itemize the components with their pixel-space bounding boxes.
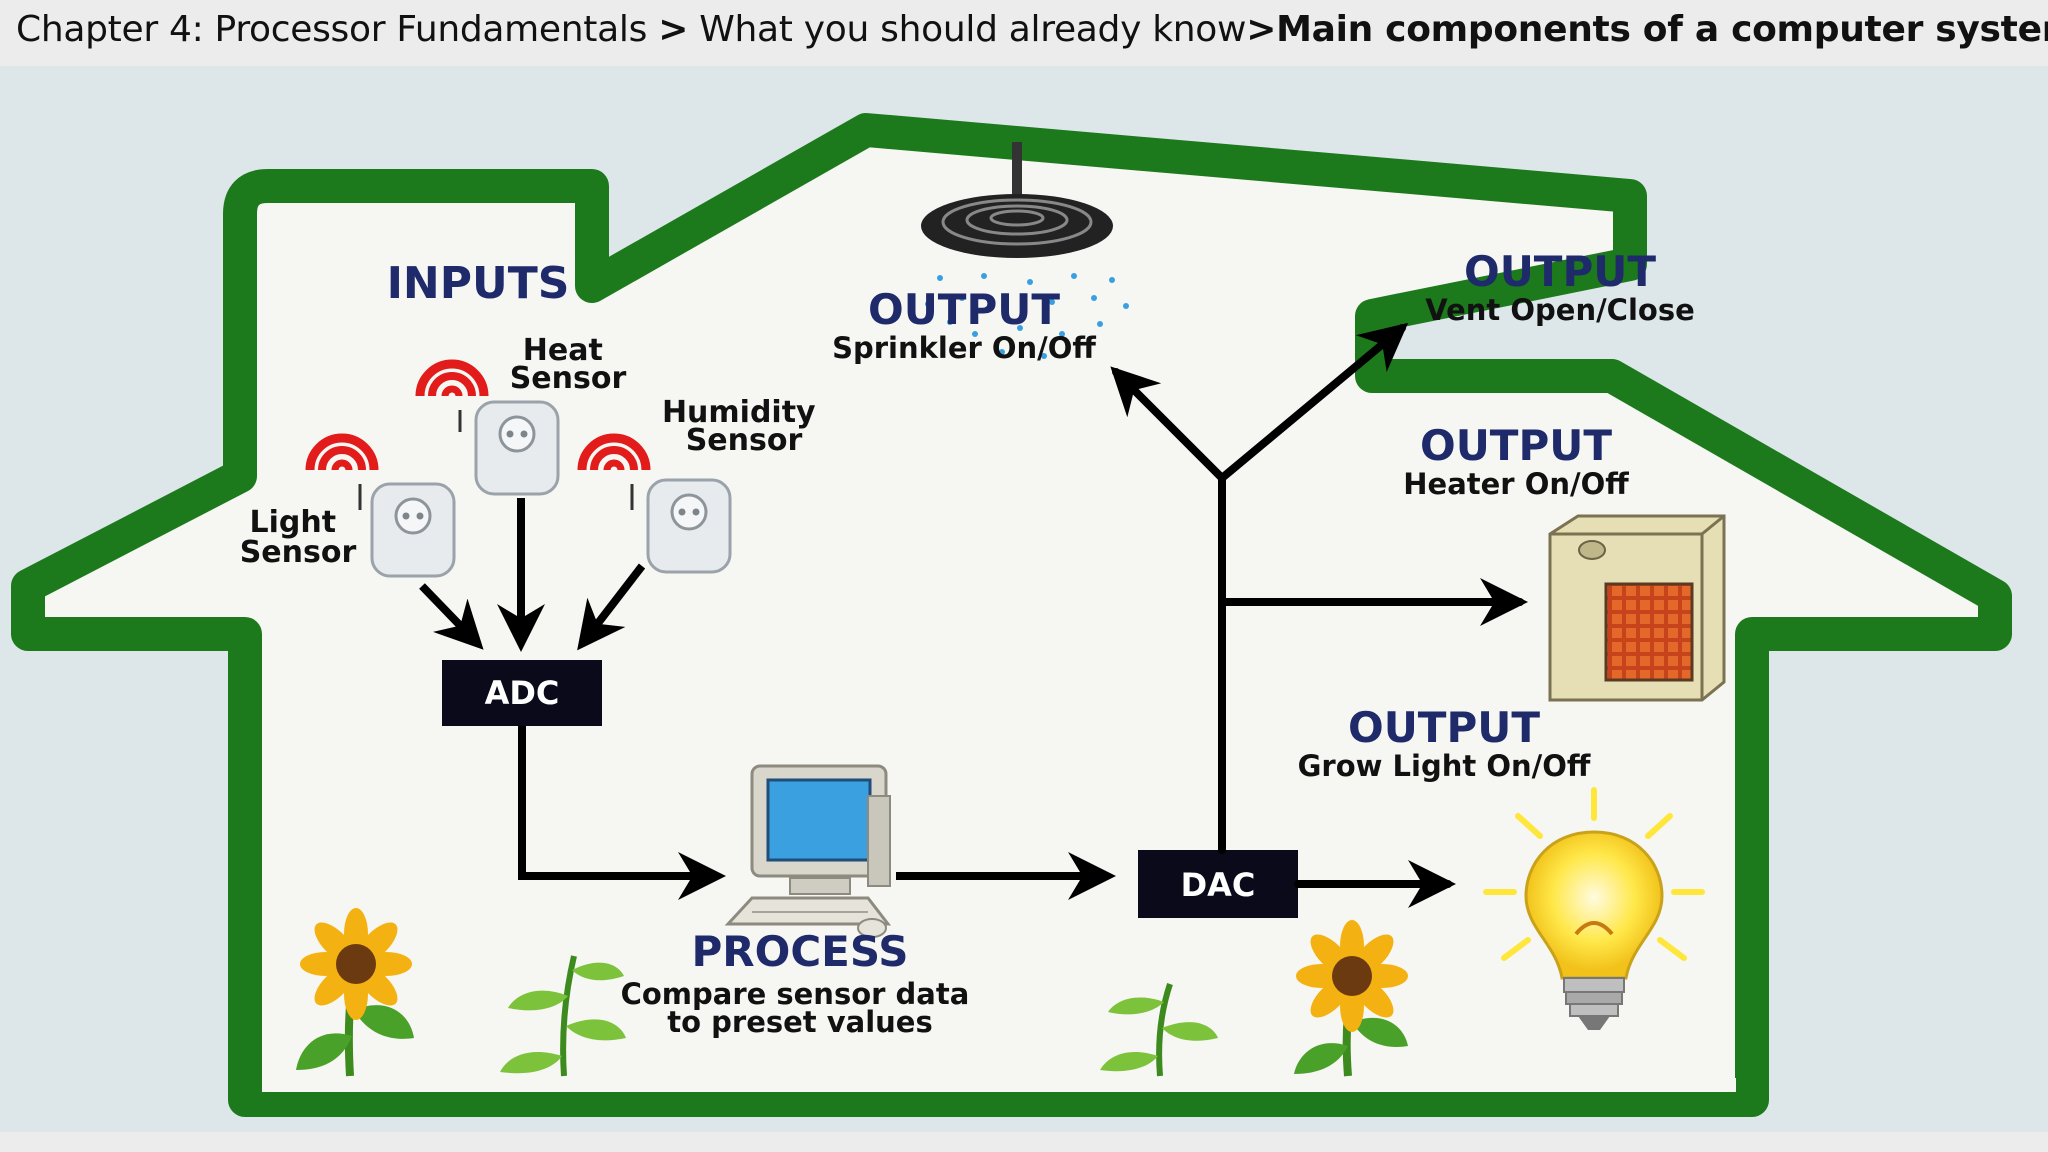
breadcrumb-current: Main components of a computer system [1276, 9, 2048, 50]
computer-icon [724, 764, 892, 938]
sunflower-right [1294, 920, 1408, 1077]
slide-stage: INPUTS Heat Sensor Humidity Sensor [0, 66, 2048, 1132]
breadcrumb-section[interactable]: What you should already know [699, 9, 1247, 50]
breadcrumb-separator: > [1246, 9, 1277, 50]
heat-sensor-label: Heat Sensor [510, 333, 627, 396]
sprinkler-output-desc: Sprinkler On/Off [832, 331, 1096, 365]
sprinkler-icon [921, 142, 1129, 359]
breadcrumb-chapter[interactable]: Chapter 4: Processor Fundamentals [16, 9, 648, 50]
light-sensor [305, 433, 456, 578]
vent-output-heading: OUTPUT [1464, 247, 1656, 296]
inputs-heading: INPUTS [387, 258, 570, 309]
heater-icon [1548, 514, 1726, 702]
sunflower-left [296, 908, 414, 1077]
light-sensor-label: Light Sensor [240, 505, 357, 570]
breadcrumb: Chapter 4: Processor Fundamentals > What… [16, 6, 2048, 54]
process-description: Compare sensor data to preset values [621, 977, 980, 1039]
sprout-center [1100, 983, 1218, 1077]
light-bulb-icon [1483, 787, 1705, 1030]
process-heading: PROCESS [692, 927, 909, 976]
adc-label: ADC [485, 674, 560, 712]
breadcrumb-separator: > [658, 9, 689, 50]
dac-box: DAC [1138, 850, 1298, 918]
heater-output-desc: Heater On/Off [1403, 467, 1629, 501]
humidity-sensor [577, 433, 732, 574]
adc-to-process-arrow [518, 726, 726, 900]
sensor-arrows [419, 498, 646, 652]
humidity-sensor-label: Humidity Sensor [662, 395, 826, 458]
heat-sensor [415, 359, 560, 496]
sprout-left [500, 955, 626, 1077]
grow-light-output-desc: Grow Light On/Off [1298, 749, 1591, 783]
heater-output-heading: OUTPUT [1420, 421, 1612, 470]
output-arrows [1110, 322, 1528, 908]
adc-box: ADC [442, 660, 602, 726]
title-bar: Chapter 4: Processor Fundamentals > What… [0, 0, 2048, 66]
ground [262, 1078, 1736, 1092]
grow-light-output-heading: OUTPUT [1348, 703, 1540, 752]
vent-output-desc: Vent Open/Close [1425, 293, 1695, 327]
sprinkler-output-heading: OUTPUT [868, 285, 1060, 334]
greenhouse-diagram: INPUTS Heat Sensor Humidity Sensor [0, 66, 2048, 1132]
dac-label: DAC [1181, 866, 1256, 904]
